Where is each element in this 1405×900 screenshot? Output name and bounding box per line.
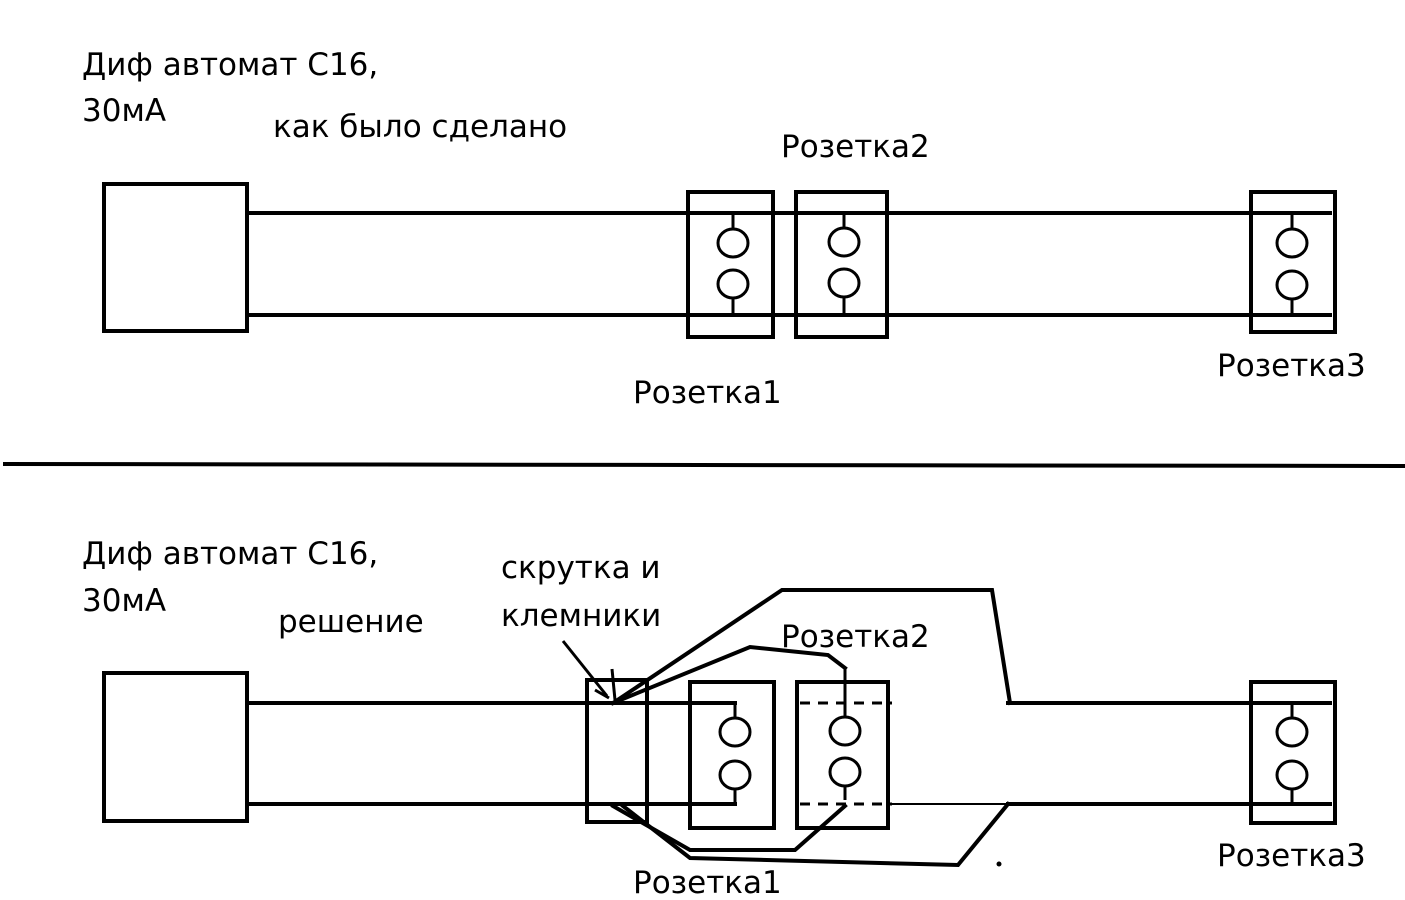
- top-socket1-contacts: [716, 213, 750, 315]
- bottom-breaker-label-line2: 30мА: [82, 583, 166, 619]
- top-diagram: Диф автомат С16, 30мА как было сделано Р…: [82, 47, 1366, 411]
- bottom-socket2-label: Розетка2: [781, 619, 930, 655]
- junction-to-socket3-phase: [610, 588, 1013, 706]
- junction-pointer-arrows: [561, 640, 617, 701]
- bottom-socket1-contacts: [718, 703, 752, 804]
- top-socket2-label: Розетка2: [781, 129, 930, 165]
- top-breaker-label-line2: 30мА: [82, 93, 166, 129]
- top-socket1-box: [686, 190, 775, 339]
- junction-label-line2: клемники: [501, 598, 661, 634]
- junction-label-line1: скрутка и: [501, 550, 661, 586]
- bottom-breaker-box: [102, 671, 249, 823]
- top-breaker-label-line1: Диф автомат С16,: [82, 47, 378, 83]
- junction-to-socket3-neutral: [620, 801, 1011, 868]
- top-socket2-contacts: [827, 213, 861, 315]
- section-divider: [2, 462, 1405, 468]
- top-breaker-box: [102, 182, 249, 333]
- top-socket3-label: Розетка3: [1217, 348, 1366, 384]
- bottom-socket3-contacts: [1275, 703, 1309, 804]
- top-socket1-label: Розетка1: [633, 375, 782, 411]
- bottom-socket2-contacts: [828, 668, 862, 800]
- bottom-diagram: Диф автомат С16, 30мА решение скрутка и …: [82, 536, 1366, 900]
- top-socket3-contacts: [1275, 213, 1309, 315]
- junction-to-socket2-phase: [610, 644, 848, 706]
- top-caption: как было сделано: [273, 109, 567, 145]
- stray-dot: [996, 861, 1002, 867]
- bottom-breaker-label-line1: Диф автомат С16,: [82, 536, 378, 572]
- bottom-socket3-label: Розетка3: [1217, 838, 1366, 874]
- bottom-caption: решение: [278, 604, 424, 640]
- bottom-socket1-label: Розетка1: [633, 865, 782, 900]
- top-socket2-box: [794, 190, 889, 339]
